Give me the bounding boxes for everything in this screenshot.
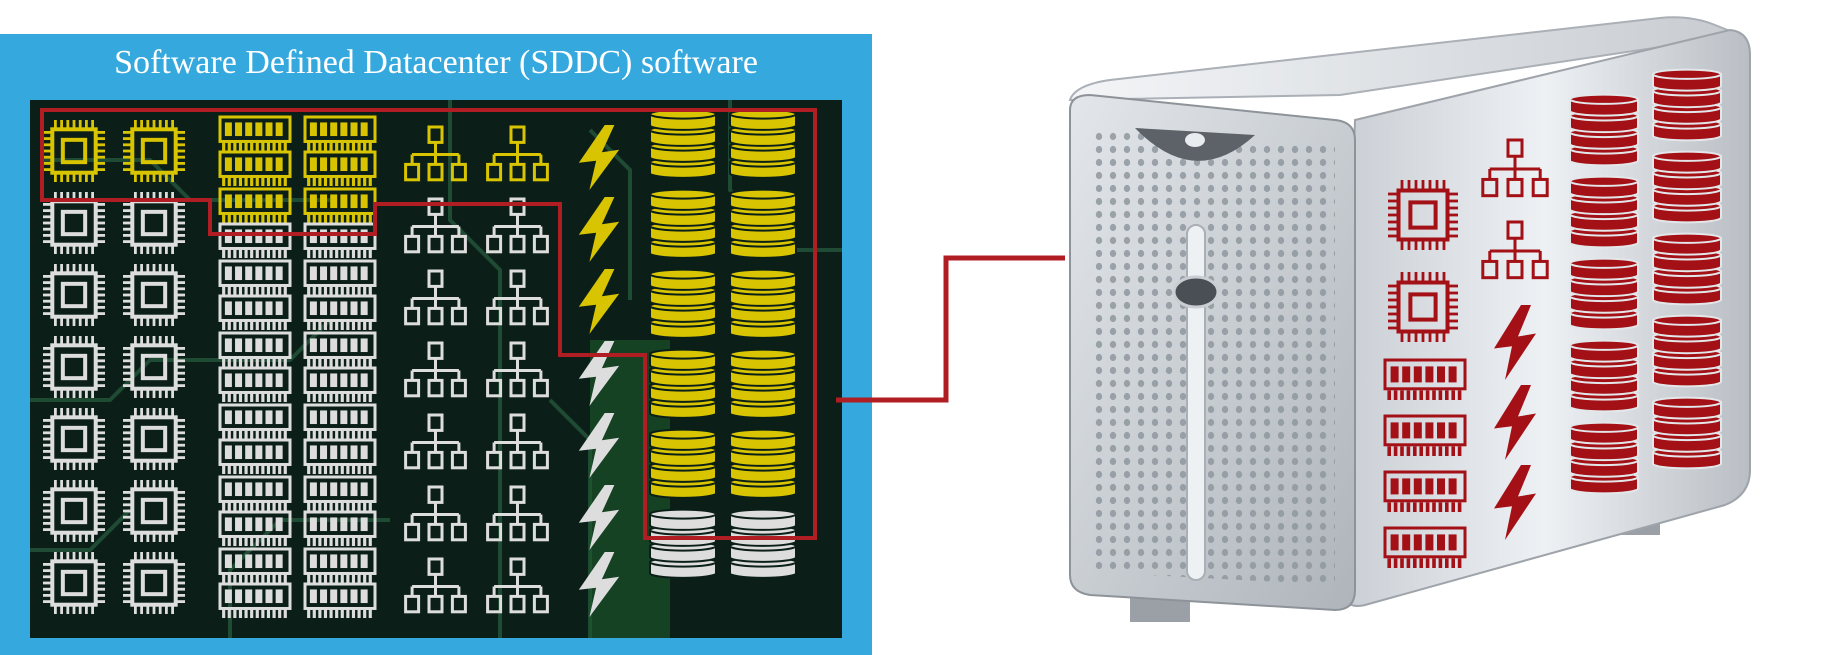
network-icon (486, 557, 549, 614)
network-icon (404, 125, 467, 182)
power-icon (578, 341, 620, 406)
memory-icon (303, 366, 377, 402)
storage-icon (1569, 421, 1639, 495)
network-icon (486, 269, 549, 326)
cpu-icon (1388, 180, 1458, 250)
cpu-icon (123, 264, 185, 326)
storage-icon (1652, 396, 1722, 470)
network-icon (486, 341, 549, 398)
cpu-icon (123, 408, 185, 470)
storage-icon (1569, 175, 1639, 249)
memory-icon (1383, 414, 1467, 456)
network-icon (404, 485, 467, 542)
memory-icon (303, 187, 377, 223)
server-icon (1068, 16, 1751, 622)
network-icon (1481, 220, 1549, 280)
power-icon (578, 125, 620, 190)
memory-icon (218, 150, 292, 186)
network-icon (486, 125, 549, 182)
cpu-icon (43, 120, 105, 182)
storage-icon (1652, 314, 1722, 388)
cpu-icon (123, 120, 185, 182)
memory-icon (303, 475, 377, 511)
storage-icon (649, 508, 717, 579)
memory-icon (218, 259, 292, 295)
memory-icon (218, 187, 292, 223)
network-icon (404, 341, 467, 398)
memory-icon (303, 259, 377, 295)
memory-icon (218, 582, 292, 618)
cpu-icon (123, 336, 185, 398)
cpu-icon (43, 264, 105, 326)
network-icon (1481, 138, 1549, 198)
storage-icon (649, 428, 717, 499)
panel-title: Software Defined Datacenter (SDDC) softw… (114, 44, 758, 81)
memory-icon (218, 115, 292, 151)
network-icon (404, 557, 467, 614)
power-icon (1494, 465, 1536, 540)
storage-icon (1652, 68, 1722, 142)
storage-icon (649, 188, 717, 259)
storage-icon (729, 348, 797, 419)
power-icon (578, 269, 620, 334)
memory-icon (218, 222, 292, 258)
network-icon (486, 485, 549, 542)
network-icon (404, 413, 467, 470)
storage-icon (729, 268, 797, 339)
network-icon (404, 197, 467, 254)
storage-icon (1569, 257, 1639, 331)
resource-board (30, 100, 842, 638)
network-icon (404, 269, 467, 326)
cpu-icon (123, 480, 185, 542)
memory-icon (1383, 470, 1467, 512)
memory-icon (218, 547, 292, 583)
memory-icon (303, 150, 377, 186)
storage-icon (729, 428, 797, 499)
network-icon (486, 413, 549, 470)
memory-icon (303, 222, 377, 258)
memory-icon (1383, 358, 1467, 400)
storage-icon (729, 108, 797, 179)
power-icon (1494, 385, 1536, 460)
memory-icon (218, 331, 292, 367)
storage-icon (729, 508, 797, 579)
sddc-panel: Software Defined Datacenter (SDDC) softw… (0, 34, 872, 655)
memory-icon (218, 475, 292, 511)
cpu-icon (1388, 272, 1458, 342)
memory-icon (218, 403, 292, 439)
network-icon (486, 197, 549, 254)
power-icon (578, 413, 620, 478)
memory-icon (1383, 526, 1467, 568)
memory-icon (303, 403, 377, 439)
memory-icon (303, 547, 377, 583)
storage-icon (649, 348, 717, 419)
storage-icon (729, 188, 797, 259)
cpu-icon (43, 408, 105, 470)
memory-icon (303, 438, 377, 474)
cpu-icon (43, 480, 105, 542)
memory-icon (303, 510, 377, 546)
memory-icon (218, 366, 292, 402)
power-icon (1494, 305, 1536, 380)
memory-icon (303, 331, 377, 367)
memory-icon (218, 294, 292, 330)
memory-icon (303, 582, 377, 618)
memory-icon (218, 510, 292, 546)
storage-icon (1652, 150, 1722, 224)
storage-icon (1569, 93, 1639, 167)
power-icon (578, 197, 620, 262)
memory-icon (218, 438, 292, 474)
storage-icon (1652, 232, 1722, 306)
memory-icon (303, 115, 377, 151)
memory-icon (303, 294, 377, 330)
storage-icon (649, 268, 717, 339)
cpu-icon (43, 552, 105, 614)
cpu-icon (43, 336, 105, 398)
storage-icon (1569, 339, 1639, 413)
power-icon (578, 485, 620, 550)
cpu-icon (123, 552, 185, 614)
power-icon (578, 552, 620, 617)
